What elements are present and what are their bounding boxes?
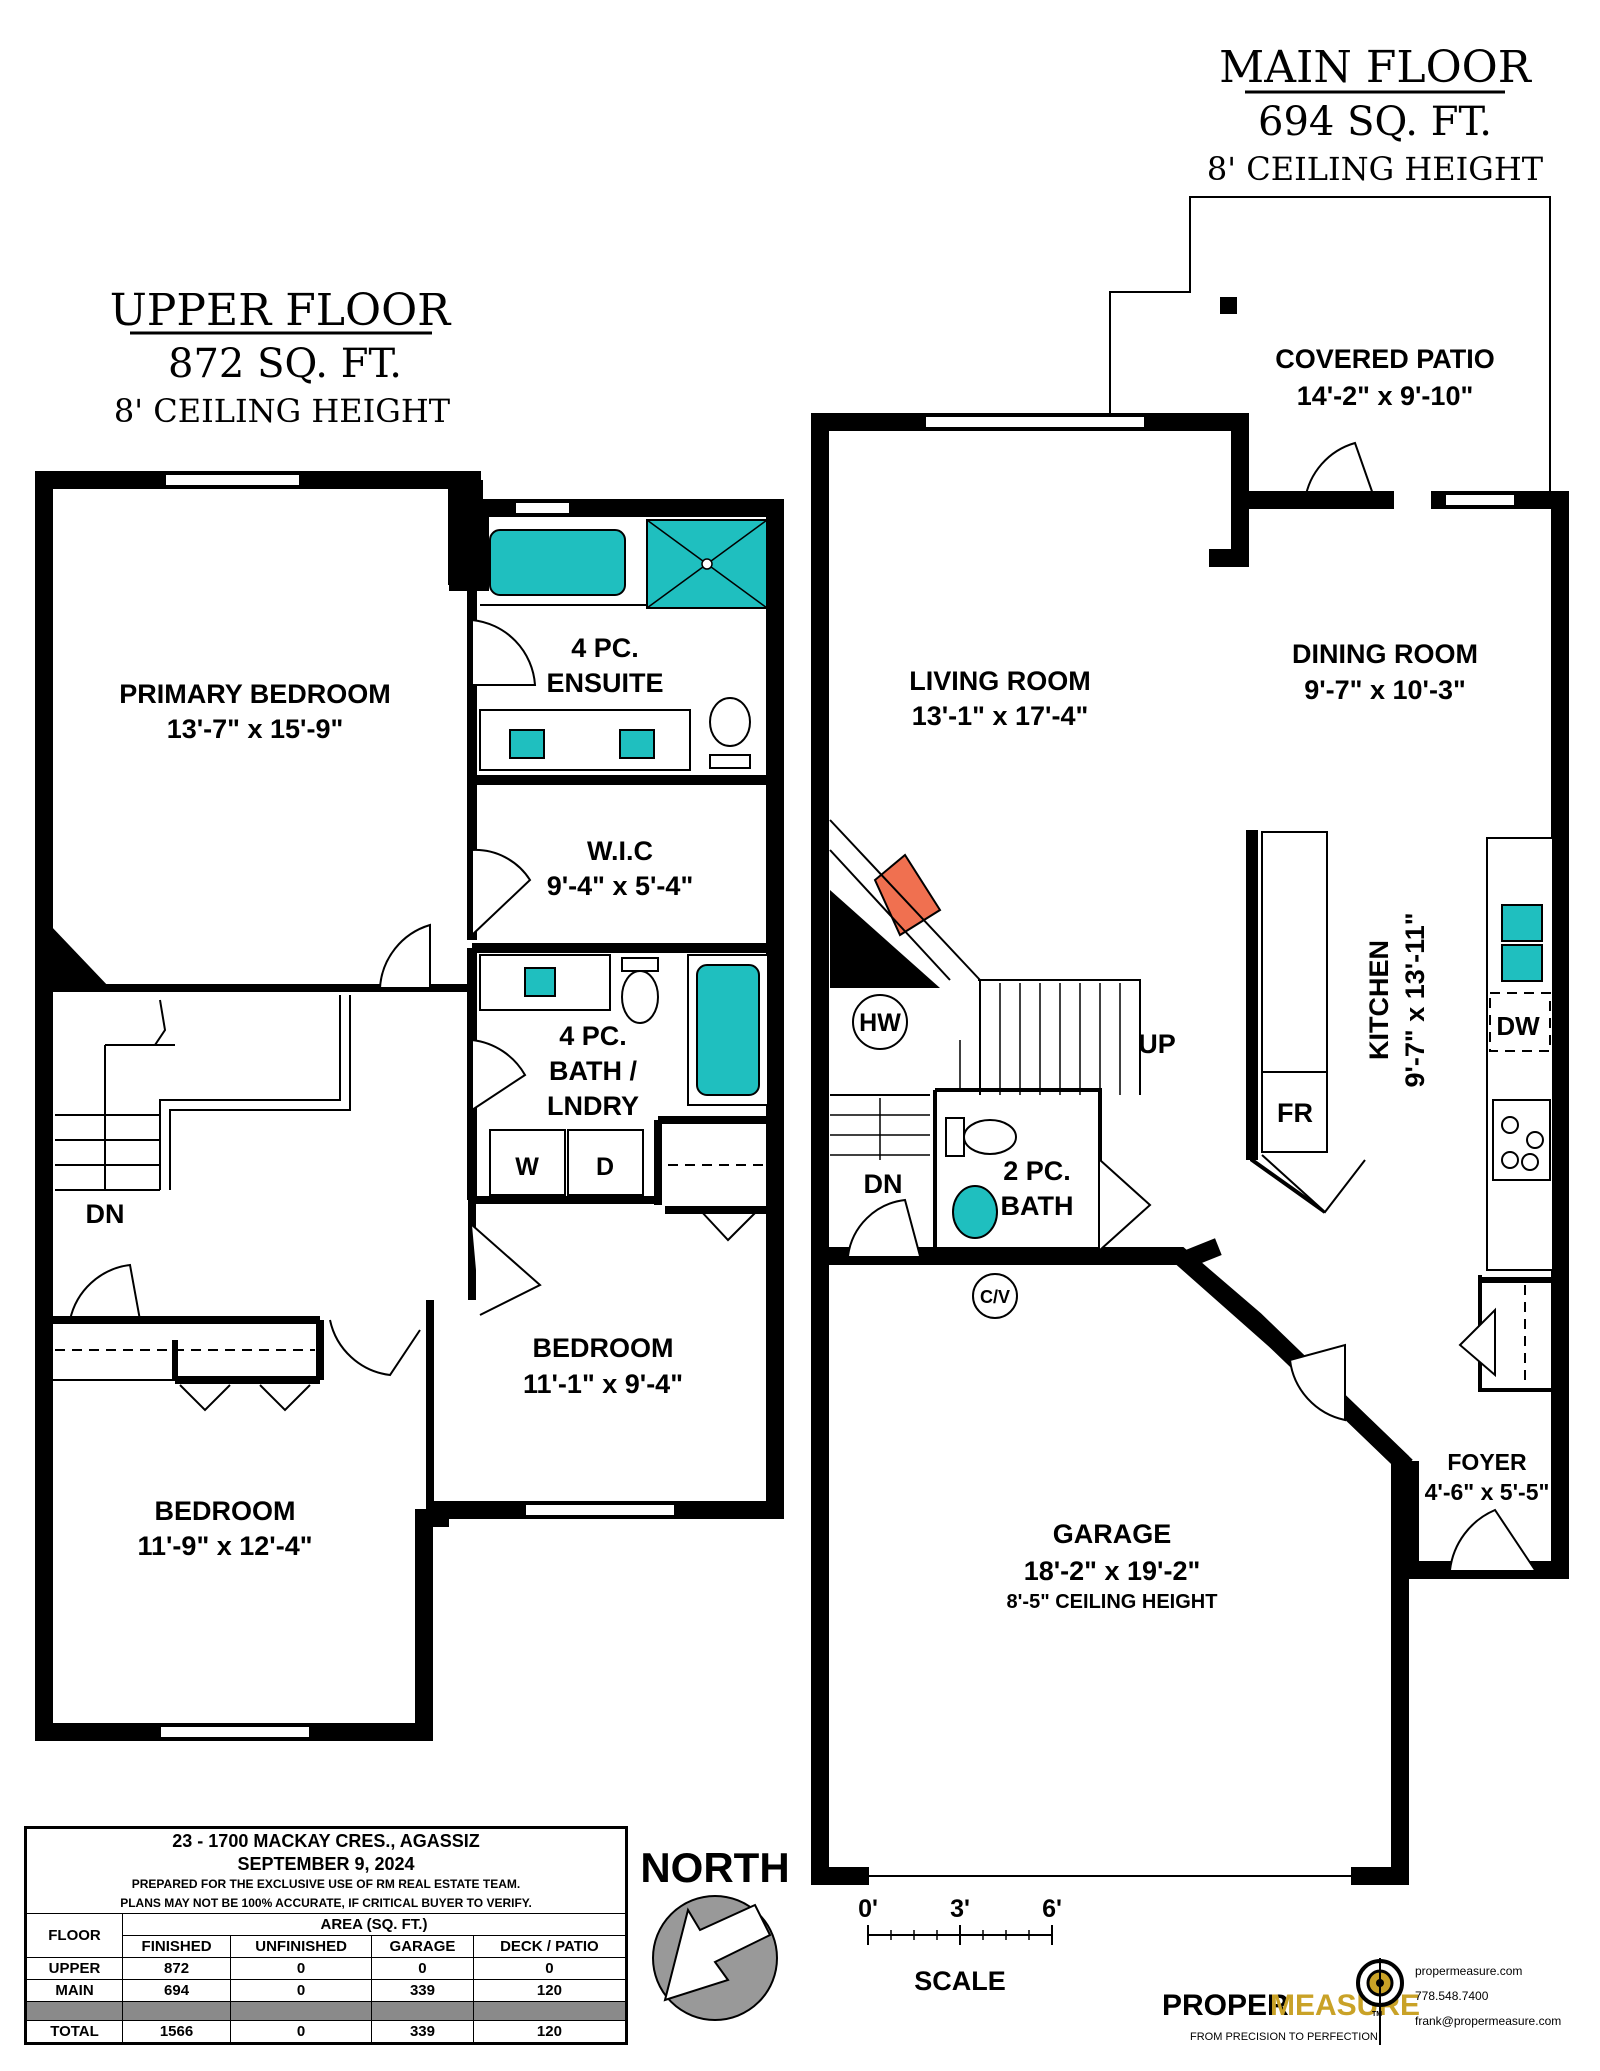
logo-brand-a: PROPER [1162,1989,1289,2022]
main-floor-title: MAIN FLOOR [1219,42,1533,93]
info-address: 23 - 1700 MACKAY CRES., AGASSIZ [172,1830,480,1851]
info-date: SEPTEMBER 9, 2024 [237,1853,415,1874]
covered-patio-dims: 14'-2" x 9'-10" [1297,381,1474,411]
bath-2pc-line2: BATH [1001,1191,1074,1221]
row-upper-finished: 872 [121,1957,232,1980]
main-floor-area: 694 SQ. FT. [1258,99,1492,145]
row-main-finished: 694 [121,1979,232,2002]
kitchen-dims: 9'-7" x 13'-11" [1400,912,1430,1087]
row-total-deck: 120 [472,2020,628,2044]
label-up: UP [1138,1029,1176,1059]
bath-4pc-line1: 4 PC. [559,1021,627,1051]
dining-room-name: DINING ROOM [1292,639,1478,669]
primary-bedroom-dims: 13'-7" x 15'-9" [167,714,344,744]
area-summary-table: 23 - 1700 MACKAY CRES., AGASSIZ SEPTEMBE… [24,1826,628,2045]
row-upper-garage: 0 [371,1957,474,1980]
logo-phone: 778.548.7400 [1415,1989,1489,2003]
col-area: AREA (SQ. FT.) [122,1913,627,1936]
col-deck: DECK / PATIO [472,1935,628,1958]
bedroom-2-name: BEDROOM [533,1333,674,1363]
table-row-total: TOTAL 1566 0 339 120 [25,2020,628,2044]
row-total-finished: 1566 [121,2020,232,2044]
info-note2: PLANS MAY NOT BE 100% ACCURATE, IF CRITI… [25,1894,627,1914]
living-room-dims: 13'-1" x 17'-4" [912,701,1089,731]
proper-measure-logo: PROPER MEASURE TM FROM PRECISION TO PERF… [1162,1958,1561,2045]
row-main-deck: 120 [472,1979,628,2002]
upper-floor-title: UPPER FLOOR [110,285,452,336]
north-arrow-icon [652,1895,778,2021]
row-upper-unfinished: 0 [230,1957,373,1980]
logo-website: propermeasure.com [1415,1964,1522,1978]
scale-bar [867,1925,1053,1945]
label-washer: W [515,1153,539,1181]
bedroom-3-dims: 11'-9" x 12'-4" [137,1531,312,1561]
label-dw: DW [1496,1011,1540,1041]
bedroom-2-dims: 11'-1" x 9'-4" [523,1369,683,1399]
living-room-name: LIVING ROOM [909,666,1091,696]
upper-floor-area: 872 SQ. FT. [168,341,402,387]
garage-dims: 18'-2" x 19'-2" [1024,1556,1201,1586]
col-finished: FINISHED [121,1935,232,1958]
scale-tick-0: 0' [858,1895,878,1923]
label-fr: FR [1277,1098,1313,1128]
main-floor-ceiling: 8' CEILING HEIGHT [1207,150,1544,188]
main-stairs [830,980,1121,1160]
logo-email: frank@propermeasure.com [1415,2014,1561,2028]
covered-patio-name: COVERED PATIO [1275,344,1495,374]
scale-tick-6: 6' [1042,1895,1062,1923]
info-note1: PREPARED FOR THE EXCLUSIVE USE OF RM REA… [131,1877,521,1891]
row-upper-floor: UPPER [25,1957,123,1980]
wic-dims: 9'-4" x 5'-4" [547,871,694,901]
row-total-unfinished: 0 [230,2020,373,2044]
row-main-unfinished: 0 [230,1979,373,2002]
logo-tm: TM [1372,2011,1382,2018]
row-main-floor: MAIN [25,1979,123,2002]
col-unfinished: UNFINISHED [230,1935,373,1958]
foyer-dims: 4'-6" x 5'-5" [1425,1479,1550,1505]
table-row: UPPER 872 0 0 0 [25,1957,628,1980]
north-label: NORTH [640,1844,789,1891]
table-row: MAIN 694 0 339 120 [25,1979,628,2002]
upper-floor-ceiling: 8' CEILING HEIGHT [114,392,451,430]
row-main-garage: 339 [371,1979,474,2002]
row-total-floor: TOTAL [25,2020,123,2044]
logo-tagline: FROM PRECISION TO PERFECTION [1190,2031,1378,2043]
label-dn-upper: DN [86,1199,125,1229]
bath-4pc-line2: BATH / [549,1056,637,1086]
ensuite-line1: 4 PC. [571,633,639,663]
col-floor: FLOOR [25,1913,123,1958]
label-hw: HW [859,1009,901,1037]
primary-bedroom-name: PRIMARY BEDROOM [119,679,391,709]
row-upper-deck: 0 [472,1957,628,1980]
label-cv: C/V [980,1287,1010,1307]
row-total-garage: 339 [371,2020,474,2044]
col-garage: GARAGE [371,1935,474,1958]
garage-ceiling: 8'-5" CEILING HEIGHT [1007,1591,1218,1613]
scale-tick-3: 3' [950,1895,970,1923]
label-dryer: D [596,1153,614,1181]
bath-2pc-line1: 2 PC. [1003,1156,1071,1186]
wic-name: W.I.C [587,836,653,866]
bath-4pc-line3: LNDRY [547,1091,639,1121]
ensuite-line2: ENSUITE [546,668,663,698]
garage-name: GARAGE [1053,1519,1172,1549]
kitchen-name: KITCHEN [1364,940,1394,1060]
scale-label: SCALE [914,1966,1006,1996]
bedroom-3-name: BEDROOM [155,1496,296,1526]
dining-room-dims: 9'-7" x 10'-3" [1304,675,1466,705]
foyer-name: FOYER [1447,1449,1527,1475]
label-dn-main: DN [864,1169,903,1199]
